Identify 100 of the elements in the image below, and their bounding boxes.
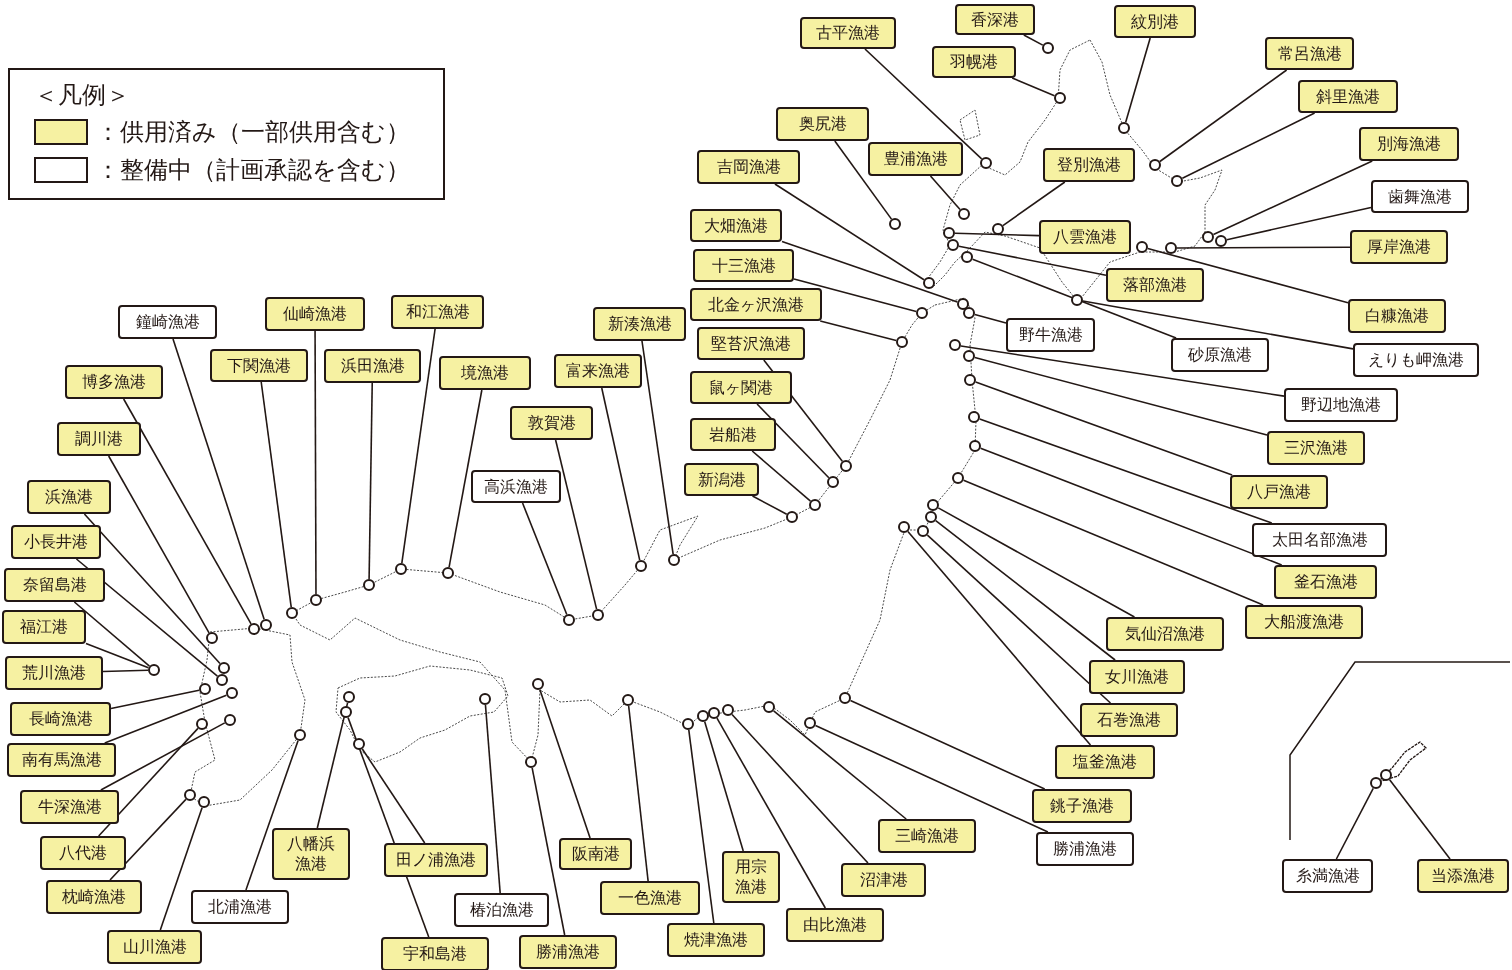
port-label-box: 長崎漁港: [10, 702, 111, 736]
port-marker: [804, 717, 816, 729]
port-marker: [1118, 122, 1130, 134]
leader-line: [793, 278, 917, 313]
legend-text: ：供用済み（一部供用含む）: [96, 117, 410, 148]
port-marker: [286, 607, 298, 619]
port-marker: [622, 694, 634, 706]
port-marker: [682, 718, 694, 730]
port-label-box: 勝浦漁港: [519, 935, 617, 969]
port-label-box: 奈留島港: [4, 568, 105, 602]
port-marker: [1370, 777, 1382, 789]
leader-line: [849, 699, 1046, 790]
port-marker: [763, 701, 775, 713]
port-label-box: 焼津漁港: [667, 923, 765, 957]
port-label-box: 福江港: [2, 610, 86, 644]
leader-line: [73, 601, 151, 667]
port-marker: [199, 683, 211, 695]
leader-line: [716, 717, 827, 909]
leader-line: [954, 232, 1040, 237]
leader-line: [75, 558, 219, 677]
leader-line: [1147, 247, 1349, 304]
port-label-box: 鐘崎漁港: [118, 305, 217, 339]
port-label-box: 和江漁港: [391, 295, 484, 329]
port-label-box: 香深港: [955, 4, 1035, 35]
leader-line: [960, 345, 1285, 397]
port-marker: [1071, 294, 1083, 306]
port-label-box: 落部漁港: [1106, 268, 1204, 302]
port-marker: [340, 706, 352, 718]
port-marker: [697, 710, 709, 722]
port-label-box: 岩船港: [690, 418, 776, 451]
leader-line: [110, 689, 200, 710]
port-label-box: 鼠ヶ関港: [690, 371, 792, 404]
port-marker: [917, 525, 929, 537]
port-marker: [1202, 231, 1214, 243]
leader-line: [641, 340, 674, 555]
port-marker: [961, 251, 973, 263]
leader-line: [109, 798, 187, 881]
port-label-box: 勝浦漁港: [1036, 832, 1134, 866]
port-label-box: 太田名部漁港: [1252, 523, 1387, 557]
port-marker: [525, 756, 537, 768]
leader-line: [731, 713, 869, 864]
port-label-box: 石巻漁港: [1080, 703, 1178, 737]
leader-line: [1023, 34, 1044, 46]
port-label-box: 釜石漁港: [1274, 565, 1377, 599]
port-marker: [925, 511, 937, 523]
port-label-box: 阪南港: [559, 838, 632, 870]
port-marker: [532, 678, 544, 690]
port-label-box: 当添漁港: [1417, 859, 1509, 893]
port-marker: [363, 579, 375, 591]
port-marker: [963, 307, 975, 319]
leader-line: [751, 450, 812, 502]
port-label-box: 宇和島港: [381, 937, 489, 970]
port-label-box: 八戸漁港: [1230, 475, 1328, 509]
port-label-box: 羽幌港: [932, 46, 1016, 78]
port-label-box: 浜漁港: [27, 480, 111, 514]
port-label-box: 博多漁港: [65, 365, 163, 399]
leader-line: [958, 245, 1107, 277]
port-marker: [786, 511, 798, 523]
port-label-box: 南有馬漁港: [7, 743, 116, 777]
port-marker: [206, 632, 218, 644]
port-marker: [184, 789, 196, 801]
port-label-box: 枕崎漁港: [46, 880, 142, 914]
leader-line: [368, 382, 374, 580]
port-marker: [827, 476, 839, 488]
port-label-box: 吉岡漁港: [697, 150, 800, 184]
port-label-box: 砂原漁港: [1171, 338, 1269, 372]
port-marker: [148, 664, 160, 676]
leader-line: [781, 240, 959, 303]
port-marker: [395, 563, 407, 575]
port-marker: [708, 707, 720, 719]
leader-line: [814, 724, 1049, 833]
leader-line: [772, 710, 907, 820]
leader-line: [974, 313, 1007, 324]
port-marker: [260, 619, 272, 631]
port-marker: [969, 440, 981, 452]
port-label-box: 女川漁港: [1089, 660, 1185, 694]
leader-line: [934, 519, 1116, 661]
port-label-box: 下関漁港: [210, 349, 308, 382]
port-marker: [947, 239, 959, 251]
leader-line: [907, 530, 1092, 746]
port-marker: [218, 662, 230, 674]
leader-line: [83, 513, 221, 665]
port-label-box: 敦賀港: [510, 406, 593, 440]
leader-line: [122, 398, 252, 625]
port-marker: [889, 218, 901, 230]
port-label-box: 別海漁港: [1359, 127, 1459, 161]
leader-line: [1226, 206, 1372, 241]
leader-line: [1124, 37, 1151, 124]
leader-line: [484, 704, 501, 894]
port-marker: [635, 560, 647, 572]
port-marker: [442, 567, 454, 579]
leader-line: [962, 479, 1264, 606]
port-label-box: 由比漁港: [786, 908, 884, 942]
port-marker: [592, 609, 604, 621]
port-label-box: 糸満漁港: [1282, 859, 1373, 893]
leader-line: [521, 502, 568, 616]
port-marker: [216, 674, 228, 686]
port-label-box: 気仙沼漁港: [1106, 617, 1224, 651]
leader-line: [1011, 77, 1056, 97]
port-marker: [840, 460, 852, 472]
